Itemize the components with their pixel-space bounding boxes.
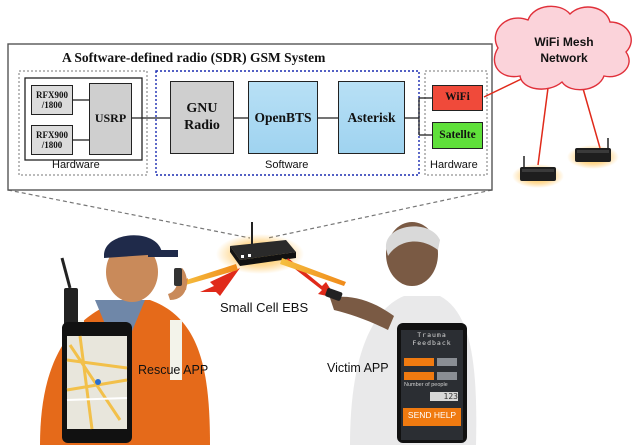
- radio-frontend-enclosure: [24, 77, 143, 161]
- send-help-button[interactable]: SEND HELP: [407, 410, 457, 420]
- mesh-router-1: [512, 156, 564, 188]
- hardware-label-right: Hardware: [430, 159, 478, 171]
- victim-phone: [397, 323, 467, 443]
- rfx-block-2: RFX900/1800: [31, 125, 73, 155]
- rfx-1-line-1: RFX900: [36, 89, 68, 100]
- gnu-radio-line-2: Radio: [184, 117, 220, 133]
- software-label: Software: [265, 159, 309, 171]
- rfx-block-1: RFX900/1800: [31, 85, 73, 115]
- wifi-mesh-cloud: [493, 5, 632, 91]
- wifi-mesh-label-line-2: Network: [540, 51, 588, 66]
- mesh-link-line-1: [537, 87, 549, 166]
- software-box: [155, 70, 420, 176]
- wifi-mesh-label-line-1: WiFi Mesh: [534, 35, 594, 49]
- rfx-1-line-2: /1800: [41, 100, 63, 110]
- mesh-link-line-2: [581, 84, 601, 149]
- hardware-box-right: [424, 70, 488, 176]
- victim-app-label: Victim APP: [327, 361, 389, 375]
- signal-arrow-red-left: [200, 268, 240, 296]
- system-title: A Software-defined radio (SDR) GSM Syste…: [62, 50, 326, 65]
- victim-people-label: Number of people: [404, 382, 448, 388]
- asterisk-block: Asterisk: [338, 81, 405, 154]
- victim-screen-header-line-1: Trauma: [417, 331, 447, 339]
- victim-people-count: 123: [443, 392, 458, 401]
- satellite-block: Satellte: [432, 122, 483, 149]
- rescue-app-label: Rescue APP: [138, 363, 209, 377]
- victim-screen-header-line-2: Feedback: [412, 338, 452, 347]
- rfx-2-line-2: /1800: [41, 140, 63, 150]
- victim-screen-header: Trauma Feedback: [401, 331, 463, 348]
- openbts-block: OpenBTS: [248, 81, 318, 154]
- mesh-router-2: [567, 138, 619, 169]
- hardware-box-left: [18, 70, 148, 176]
- hardware-label-left: Hardware: [52, 159, 100, 171]
- gnu-radio-line-1: GNU: [186, 101, 218, 117]
- projection-line-left: [7, 189, 251, 239]
- signal-arrow-orange-right: [280, 258, 346, 286]
- wifi-mesh-label: WiFi Mesh Network: [512, 34, 616, 66]
- rescue-phone: [62, 322, 132, 443]
- wifi-block: WiFi: [432, 85, 483, 111]
- block-connectors: [73, 97, 432, 141]
- small-cell-ebs-label: Small Cell EBS: [220, 300, 309, 315]
- projection-line-right: [267, 189, 493, 239]
- rfx-2-line-1: RFX900: [36, 129, 68, 140]
- usrp-block: USRP: [89, 83, 132, 155]
